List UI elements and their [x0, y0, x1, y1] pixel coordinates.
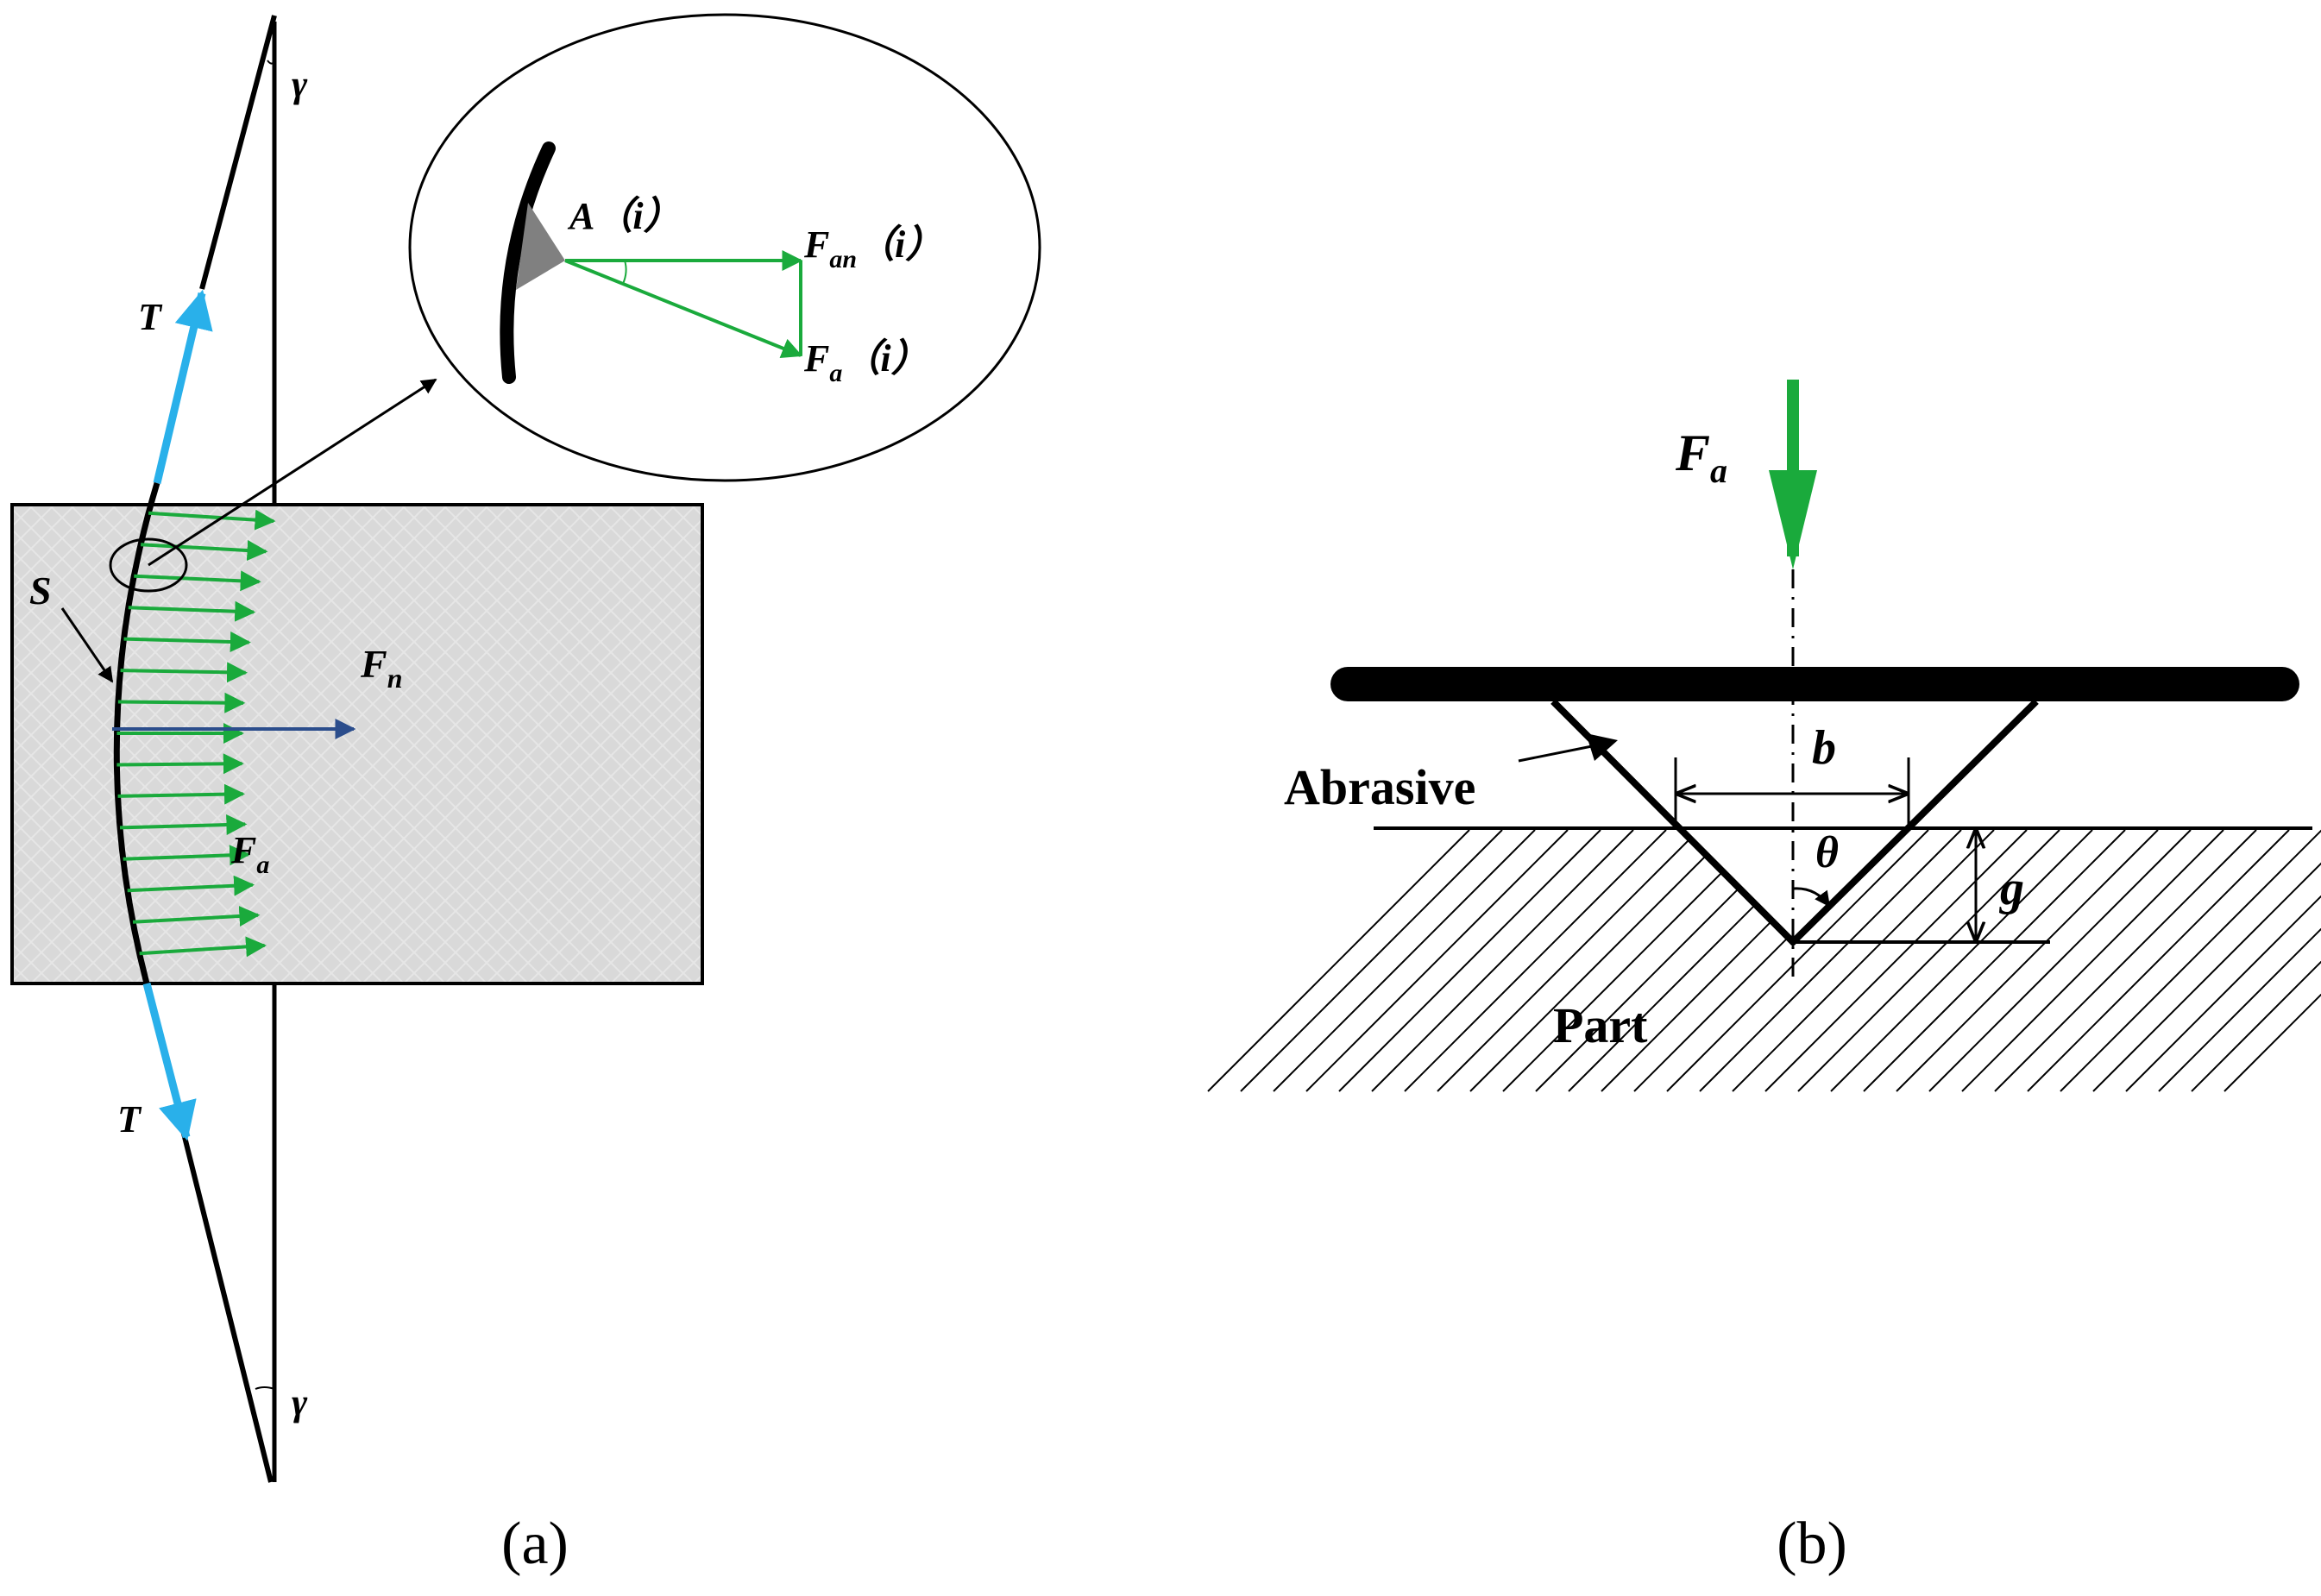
- caption-b: (b): [1777, 1511, 1847, 1577]
- tension-arrow-bottom: [142, 982, 197, 1141]
- fa-i-label: Fa（i）: [803, 337, 929, 387]
- hatch-line: [1437, 829, 1700, 1092]
- hatch-line: [2027, 829, 2290, 1092]
- fn-label: Fn: [360, 642, 402, 694]
- abrasive-force-arrow: [120, 662, 248, 683]
- hatch-line: [1338, 829, 1601, 1092]
- hatch-line: [1273, 829, 1536, 1092]
- abrasive-grain: [1550, 699, 2039, 947]
- hatch-line: [1666, 829, 1929, 1092]
- caption-a: (a): [501, 1511, 569, 1577]
- abrasive-force-arrow: [140, 540, 268, 562]
- belt-line-bottom: [180, 1129, 274, 1483]
- hatch-line: [2060, 829, 2321, 1092]
- abrasive-force-arrow: [148, 509, 276, 531]
- abrasive-force-arrow: [132, 905, 261, 927]
- tension-arrow-top: [153, 289, 213, 485]
- b-label: b: [1812, 721, 1836, 775]
- hatch-line: [1732, 829, 1995, 1092]
- hatch-line: [1830, 829, 2093, 1092]
- gamma-bottom-label: γ: [292, 1381, 308, 1423]
- fan-label: Fan（i）: [803, 223, 943, 273]
- part-label: Part: [1553, 997, 1648, 1053]
- inset-ellipse: [408, 13, 1041, 482]
- hatch-line: [1240, 829, 1503, 1092]
- abrasive-force-arrow: [123, 845, 251, 866]
- abrasive-force-arrow: [116, 753, 244, 775]
- hatch-line: [1404, 829, 1667, 1092]
- inset-angle-arc: [622, 260, 627, 285]
- hatch-line: [1371, 829, 1634, 1092]
- fa-vector: [564, 259, 803, 359]
- abrasive-force-arrow: [123, 631, 251, 652]
- theta-label: θ: [1815, 828, 1839, 877]
- tension-bottom-label: T: [117, 1098, 142, 1140]
- gamma-top-label: γ: [292, 63, 308, 105]
- detail-ellipse: [109, 537, 188, 593]
- inset-belt-segment: [500, 141, 556, 384]
- panel-b: Fa b θ g Abrasive Part (b): [1122, 380, 2321, 1577]
- abrasive-label: Abrasive: [1284, 759, 1475, 815]
- panel-a: γ γ T T S Fn Fa A（i） Fan（i） Fa（i） (a): [10, 13, 1041, 1577]
- hatch-line: [1961, 829, 2224, 1092]
- hatch-line: [1207, 829, 1470, 1092]
- hatch-line: [2092, 862, 2321, 1092]
- hatch-line: [2224, 993, 2321, 1092]
- abrasive-force-arrow: [134, 570, 261, 592]
- hatch-line: [1896, 829, 2159, 1092]
- inset-detail: A（i） Fan（i） Fa（i）: [408, 13, 1041, 482]
- abrasive-force-arrow: [119, 814, 248, 835]
- s-pointer: [60, 607, 114, 683]
- fa-load-label: Fa: [1675, 424, 1727, 490]
- abrasive-pointer-head: [1586, 733, 1618, 761]
- fa-load-arrowhead: [1769, 470, 1817, 569]
- g-label: g: [1998, 862, 2024, 915]
- abrasive-grit: [516, 203, 565, 290]
- point-a-label: A（i）: [567, 195, 682, 237]
- hatch-clip: [1122, 1094, 2321, 1146]
- abrasive-force-arrow: [139, 936, 267, 958]
- hatch-line: [1305, 829, 1569, 1092]
- abrasive-force-arrow: [128, 600, 256, 622]
- hatch-line: [1797, 829, 2060, 1092]
- hatch-line: [2125, 895, 2321, 1092]
- tension-top-label: T: [138, 296, 163, 338]
- detail-pointer: [148, 378, 437, 567]
- hatch-line: [1469, 829, 1733, 1092]
- belt-line-top: [199, 15, 277, 290]
- hatch-line: [1699, 829, 1962, 1092]
- part-hatching: [1122, 828, 2321, 1146]
- hatch-line: [1994, 829, 2257, 1092]
- hatch-line: [2158, 927, 2321, 1092]
- s-label: S: [29, 569, 52, 613]
- hatch-line: [1928, 829, 2192, 1092]
- hatch-line: [1863, 829, 2126, 1092]
- abrasive-force-arrow: [127, 875, 255, 896]
- gamma-arc-bottom: [255, 1386, 275, 1390]
- hatch-line: [2191, 960, 2321, 1092]
- abrasive-force-arrows: [116, 509, 276, 958]
- fa-label-a: Fa: [230, 829, 269, 879]
- abrasive-force-arrow: [117, 692, 246, 713]
- abrasive-force-arrow: [117, 783, 245, 805]
- theta-arc: [1792, 887, 1831, 908]
- gamma-arc-top: [267, 60, 275, 65]
